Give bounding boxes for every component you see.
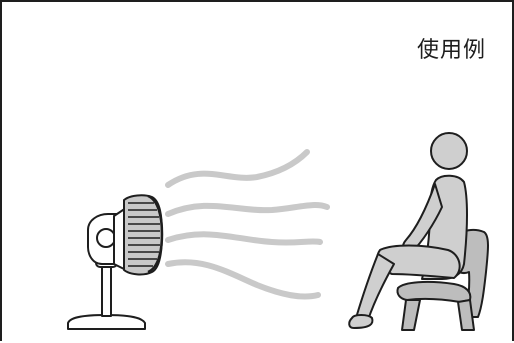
airflow-waves-icon (168, 152, 327, 297)
desk-fan-icon (68, 195, 162, 329)
